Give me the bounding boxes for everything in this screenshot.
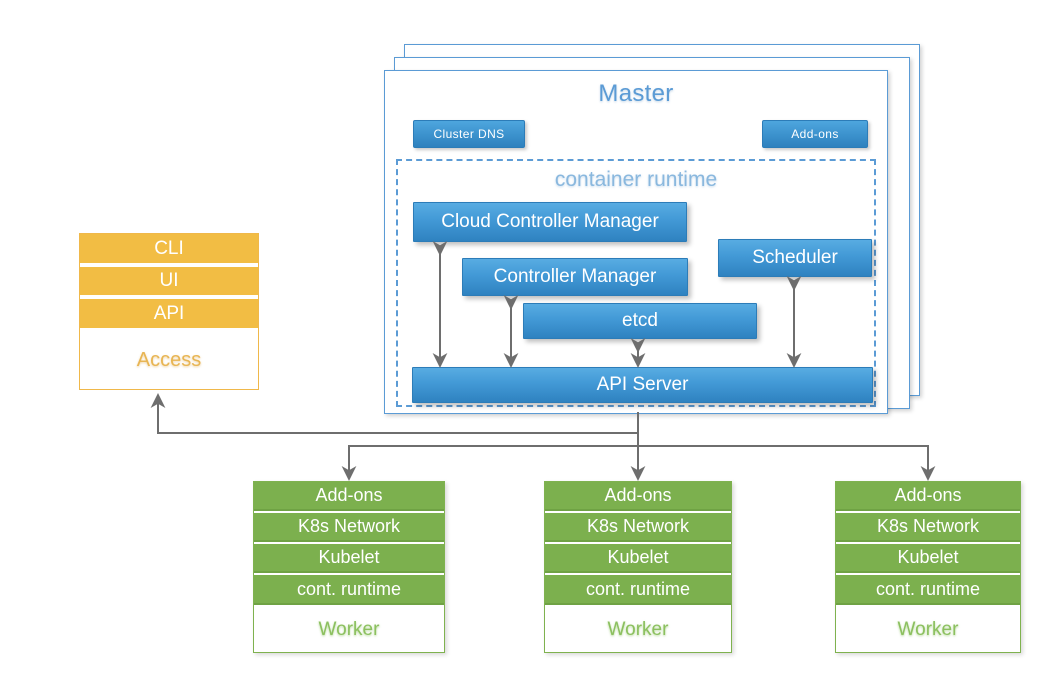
- worker-2-row-k8s-network[interactable]: K8s Network: [545, 513, 731, 542]
- master-add-ons-badge[interactable]: Add-ons: [762, 120, 868, 148]
- worker-3-label: Worker: [836, 607, 1020, 652]
- access-row-cli[interactable]: CLI: [80, 234, 258, 265]
- worker-1-row-k8s-network[interactable]: K8s Network: [254, 513, 444, 542]
- api-server-box[interactable]: API Server: [412, 367, 873, 403]
- worker-2-row-add-ons[interactable]: Add-ons: [545, 482, 731, 511]
- connector-api-server-to-worker-1: [341, 445, 638, 481]
- worker-1-label: Worker: [254, 607, 444, 652]
- access-stack-label: Access: [80, 332, 258, 389]
- cluster-dns-badge[interactable]: Cluster DNS: [413, 120, 525, 148]
- access-row-ui[interactable]: UI: [80, 267, 258, 297]
- container-runtime-title: container runtime: [554, 168, 718, 191]
- worker-3-row-kubelet[interactable]: Kubelet: [836, 544, 1020, 573]
- access-row-api[interactable]: API: [80, 299, 258, 330]
- worker-2-row-kubelet[interactable]: Kubelet: [545, 544, 731, 573]
- worker-3-row-k8s-network[interactable]: K8s Network: [836, 513, 1020, 542]
- worker-1-row-kubelet[interactable]: Kubelet: [254, 544, 444, 573]
- worker-2-label: Worker: [545, 607, 731, 652]
- scheduler-box[interactable]: Scheduler: [718, 239, 872, 277]
- worker-3-row-add-ons[interactable]: Add-ons: [836, 482, 1020, 511]
- worker-2-row-cont-runtime[interactable]: cont. runtime: [545, 575, 731, 605]
- worker-3-row-cont-runtime[interactable]: cont. runtime: [836, 575, 1020, 605]
- master-title: Master: [598, 80, 674, 107]
- controller-manager-box[interactable]: Controller Manager: [462, 258, 688, 296]
- worker-1-row-add-ons[interactable]: Add-ons: [254, 482, 444, 511]
- etcd-box[interactable]: etcd: [523, 303, 757, 339]
- worker-1-row-cont-runtime[interactable]: cont. runtime: [254, 575, 444, 605]
- connector-api-server-to-worker-3: [638, 445, 936, 481]
- cloud-controller-manager-box[interactable]: Cloud Controller Manager: [413, 202, 687, 242]
